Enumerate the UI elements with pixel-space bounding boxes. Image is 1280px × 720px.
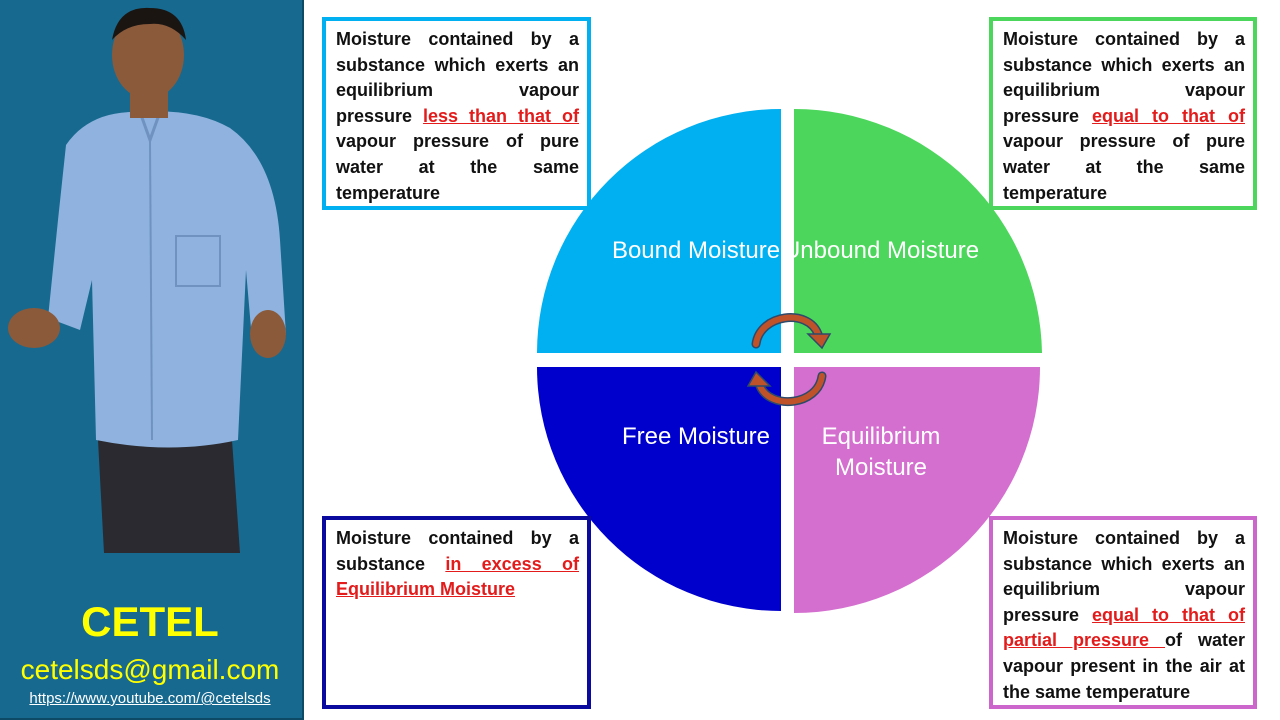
presenter-sidebar: CETEL cetelsds@gmail.com https://www.you…: [0, 0, 304, 720]
label-bound-moisture: Bound Moisture: [611, 237, 781, 264]
quadrant-equilibrium: [794, 367, 1040, 613]
label-equilibrium-moisture: Equilibrium Moisture: [821, 423, 941, 481]
contact-email[interactable]: cetelsds@gmail.com: [20, 654, 280, 685]
definition-bound-moisture: Moisture contained by a substance which …: [322, 17, 591, 210]
quadrant-unbound: [794, 109, 1042, 353]
presenter-photo: [8, 7, 286, 553]
definition-equilibrium-moisture: Moisture contained by a substance which …: [989, 516, 1257, 709]
label-free-moisture: Free Moisture: [621, 423, 771, 450]
definition-free-moisture: Moisture contained by a substance in exc…: [322, 516, 591, 709]
brand-name: CETEL: [81, 598, 219, 645]
definition-unbound-moisture: Moisture contained by a substance which …: [989, 17, 1257, 210]
label-unbound-moisture: Unbound Moisture: [782, 237, 980, 264]
quadrant-free: [537, 367, 781, 611]
cycle-arrow-top-icon: [751, 313, 832, 350]
youtube-link[interactable]: https://www.youtube.com/@cetelsds: [29, 690, 271, 707]
cycle-arrow-bottom-icon: [746, 370, 827, 407]
quadrant-bound: [537, 109, 781, 353]
